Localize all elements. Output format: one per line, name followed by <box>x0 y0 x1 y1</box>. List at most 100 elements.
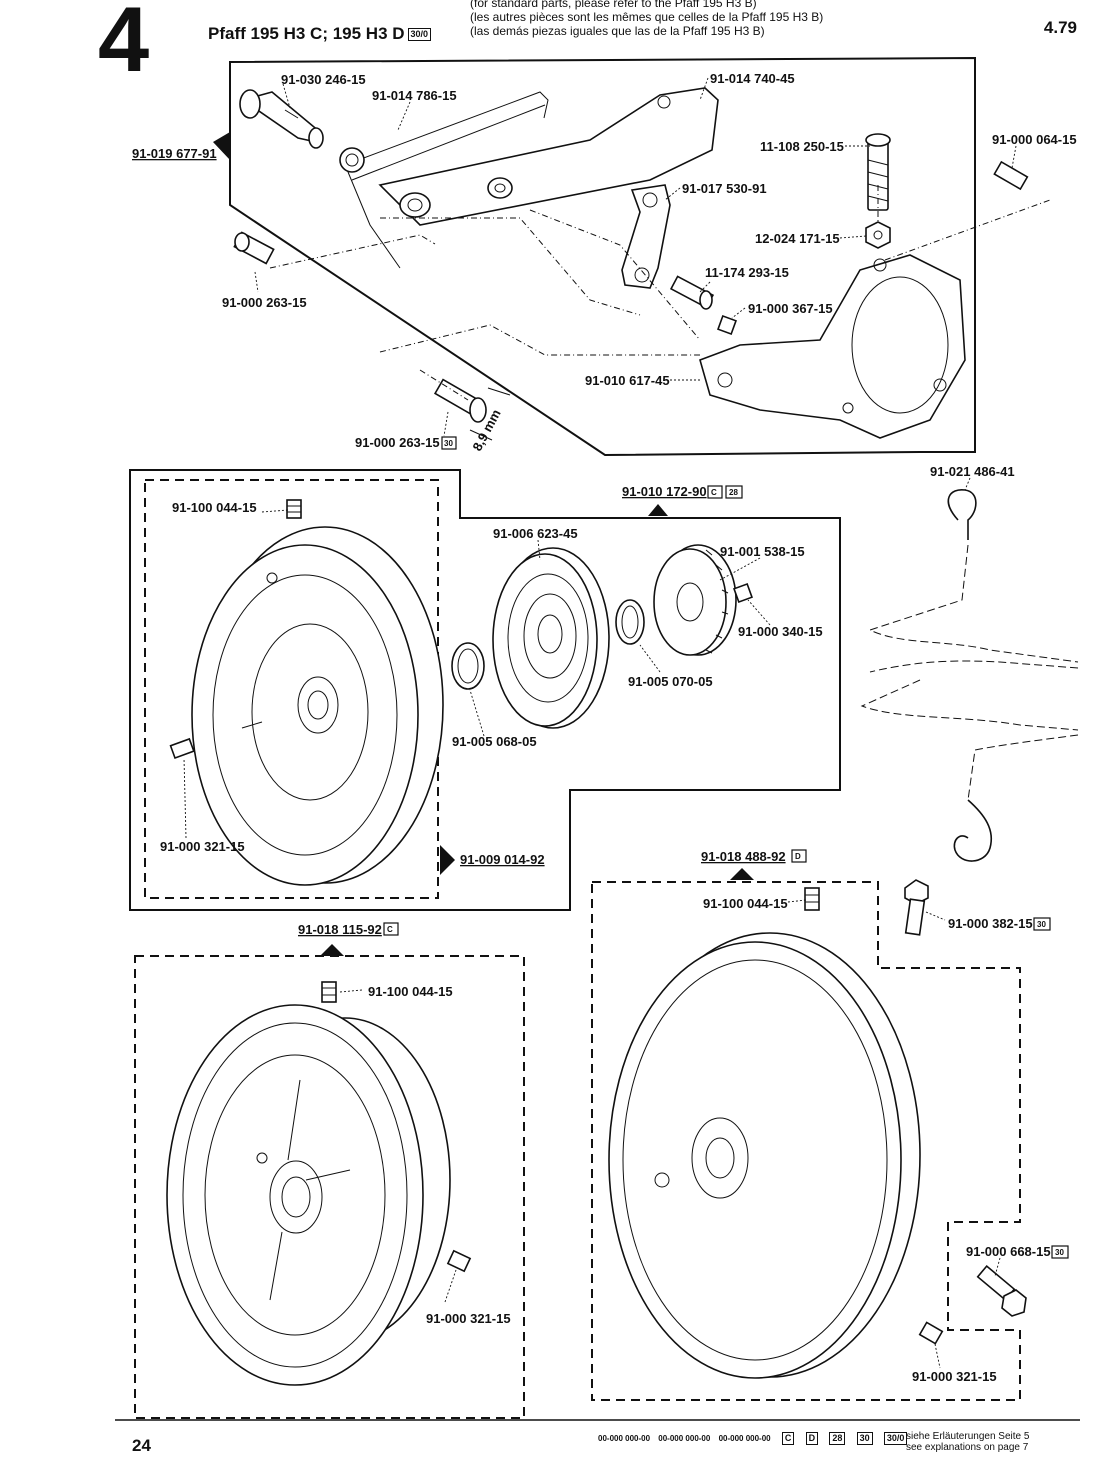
marker-91-010-172-90 <box>648 504 668 516</box>
screw-91-000-263-part <box>233 231 275 265</box>
label-91-000-064-15: 91-000 064-15 <box>992 132 1077 147</box>
badge-d: D <box>795 852 801 861</box>
setscrew-91-100-044-br-part <box>804 887 820 911</box>
footer-badge-28: 28 <box>829 1432 846 1445</box>
label-91-000-367-15: 91-000 367-15 <box>748 301 833 316</box>
footer-note: siehe Erläuterungen Seite 5 see explanat… <box>906 1431 1029 1453</box>
label-91-000-321-15-bl: 91-000 321-15 <box>426 1311 511 1326</box>
badge-30: 30 <box>444 439 453 448</box>
label-91-010-617-45: 91-010 617-45 <box>585 373 670 388</box>
footer-note-german: siehe Erläuterungen Seite 5 <box>906 1431 1030 1442</box>
label-91-001-538-15: 91-001 538-15 <box>720 544 805 559</box>
marker-91-018-115-92 <box>320 944 344 956</box>
label-91-014-786-15: 91-014 786-15 <box>372 88 457 103</box>
badge-c-b: C <box>387 925 393 934</box>
label-91-100-044-15-bl: 91-100 044-15 <box>368 984 453 999</box>
setscrew-91-000-367-part <box>717 315 737 335</box>
large-handwheel-part <box>191 526 444 886</box>
label-91-018-488-92: 91-018 488-92 <box>701 849 786 864</box>
footer-badge-30: 30 <box>856 1432 873 1445</box>
middle-dashed-group <box>144 479 439 899</box>
note-spanish: (las demás piezas iguales que las de la … <box>470 24 765 38</box>
bracket-part <box>378 87 719 226</box>
retaining-ring-91-005-070 <box>615 599 645 645</box>
label-91-010-172-90: 91-010 172-90 <box>622 484 707 499</box>
label-91-017-530-91: 91-017 530-91 <box>682 181 767 196</box>
footer-badge-30-0: 30/0 <box>883 1432 908 1445</box>
frame-pointer-marker <box>213 132 230 160</box>
bottom-left-dashed-group <box>134 955 525 1419</box>
screw-11-174-293-part <box>669 275 715 310</box>
setscrew-91-100-044-bl-part <box>321 981 337 1003</box>
footer-code-1: 00-000 000-00 <box>598 1433 651 1443</box>
label-91-021-486-41: 91-021 486-41 <box>930 464 1015 479</box>
setscrew-91-000-321-bl-part <box>446 1249 472 1273</box>
hex-nut-part <box>865 221 891 249</box>
label-91-000-382-15: 91-000 382-15 <box>948 916 1033 931</box>
note-french: (les autres pièces sont les mêmes que ce… <box>470 10 824 24</box>
link-plate-part <box>621 184 671 289</box>
pulley-part <box>492 547 610 729</box>
large-flywheel-part <box>608 932 921 1379</box>
mounting-plate-part <box>699 254 966 439</box>
date-code: 4.79 <box>1043 18 1077 37</box>
top-assembly-frame <box>229 56 976 457</box>
label-91-000-263-15: 91-000 263-15 <box>222 295 307 310</box>
label-91-019-677-91: 91-019 677-91 <box>132 146 217 161</box>
chain-with-hooks-part <box>860 489 1079 862</box>
badge-30-c: 30 <box>1055 1248 1064 1257</box>
spring-wire-part <box>339 91 549 269</box>
badge-28: 28 <box>729 488 738 497</box>
bottom-right-dashed-group <box>591 881 1021 1401</box>
knurled-nut-part <box>653 544 737 656</box>
setscrew-top-part <box>286 499 302 519</box>
label-91-000-340-15: 91-000 340-15 <box>738 624 823 639</box>
small-handwheel-part <box>166 1004 451 1386</box>
footer-note-english: see explanations on page 7 <box>906 1442 1029 1453</box>
retaining-ring-91-005-068 <box>451 642 485 690</box>
footer-code-3: 00-000 000-00 <box>718 1433 771 1443</box>
note-english: (for standard parts, please refer to the… <box>470 0 757 10</box>
label-12-024-171-15: 12-024 171-15 <box>755 231 840 246</box>
setscrew-91-000-321-br-part <box>918 1321 944 1345</box>
label-91-005-070-05: 91-005 070-05 <box>628 674 713 689</box>
label-91-009-014-92: 91-009 014-92 <box>460 852 545 867</box>
label-91-000-321-15: 91-000 321-15 <box>160 839 245 854</box>
setscrew-91-000-340-part <box>733 583 753 603</box>
label-91-000-263-15-30: 91-000 263-15 <box>355 435 440 450</box>
label-91-018-115-92: 91-018 115-92 <box>298 922 382 937</box>
title-badge: 30/0 <box>407 28 432 42</box>
hex-bolt-91-000-382-part <box>904 879 929 936</box>
shaft-pin-part <box>239 89 324 149</box>
badge-c: C <box>711 488 717 497</box>
section-number: 4 <box>98 0 150 91</box>
footer-badge-c: C <box>781 1432 795 1445</box>
label-91-000-668-15: 91-000 668-15 <box>966 1244 1051 1259</box>
label-91-006-623-45: 91-006 623-45 <box>493 526 578 541</box>
badge-30-b: 30 <box>1037 920 1046 929</box>
hex-bolt-91-000-668-part <box>976 1264 1027 1317</box>
reference-notes: (for standard parts, please refer to the… <box>470 0 823 38</box>
label-91-030-246-15: 91-030 246-15 <box>281 72 366 87</box>
footer-code-2: 00-000 000-00 <box>658 1433 711 1443</box>
label-91-000-321-15-br: 91-000 321-15 <box>912 1369 997 1384</box>
label-91-100-044-15: 91-100 044-15 <box>172 500 257 515</box>
label-91-100-044-15-br: 91-100 044-15 <box>703 896 788 911</box>
middle-assembly-frame <box>129 469 841 911</box>
screw-91-000-064-part <box>993 160 1029 191</box>
label-11-174-293-15: 11-174 293-15 <box>705 265 789 280</box>
label-11-108-250-15: 11-108 250-15 <box>760 139 844 154</box>
footer-code-legend: 00-000 000-00 00-000 000-00 00-000 000-0… <box>598 1432 913 1445</box>
vertical-screw-part <box>865 133 891 211</box>
screw-91-000-263-30-part <box>433 378 511 441</box>
label-91-005-068-05: 91-005 068-05 <box>452 734 537 749</box>
footer-badge-d: D <box>805 1432 819 1445</box>
label-91-014-740-45: 91-014 740-45 <box>710 71 795 86</box>
setscrew-side-part <box>169 737 195 760</box>
marker-91-018-488-92 <box>730 868 754 880</box>
page-number: 24 <box>132 1436 151 1455</box>
page-title-text: Pfaff 195 H3 C; 195 H3 D <box>208 24 405 43</box>
marker-91-009-014-92 <box>440 845 455 875</box>
